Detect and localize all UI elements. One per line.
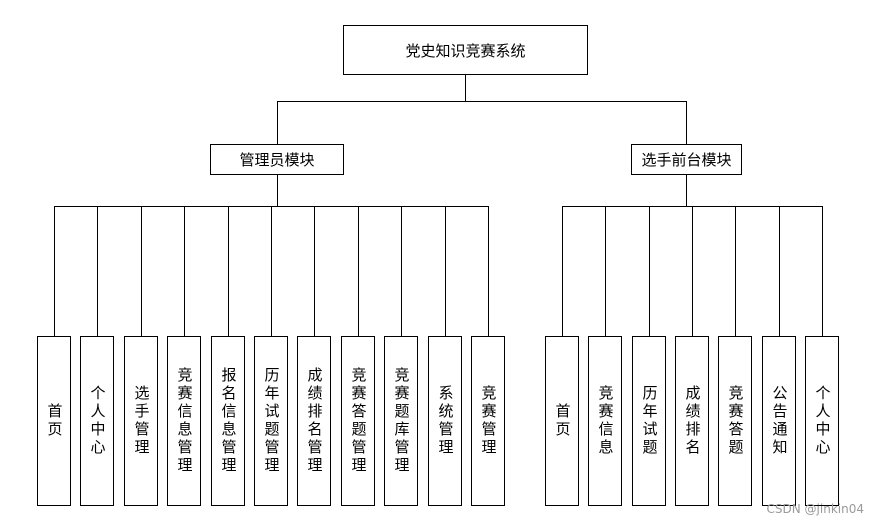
module-node-player: 选手前台模块 bbox=[631, 144, 742, 175]
connector bbox=[401, 206, 402, 336]
connector bbox=[445, 206, 446, 336]
admin-leaf-node: 竞赛答题管理 bbox=[341, 336, 375, 506]
connector bbox=[277, 101, 278, 144]
admin-leaf-label: 选手管理 bbox=[132, 385, 151, 457]
admin-leaf-node: 个人中心 bbox=[80, 336, 114, 506]
admin-leaf-label: 首页 bbox=[45, 403, 64, 439]
connector bbox=[735, 206, 736, 336]
connector bbox=[228, 206, 229, 336]
connector bbox=[488, 206, 489, 336]
player-leaf-node: 个人中心 bbox=[805, 336, 839, 506]
admin-leaf-node: 竞赛题库管理 bbox=[384, 336, 418, 506]
connector bbox=[686, 101, 687, 144]
connector bbox=[141, 206, 142, 336]
connector bbox=[314, 206, 315, 336]
connector bbox=[54, 206, 55, 336]
connector bbox=[277, 175, 278, 206]
admin-leaf-label: 竞赛信息管理 bbox=[175, 367, 194, 475]
connector bbox=[358, 206, 359, 336]
watermark: CSDN @jinkin04 bbox=[766, 502, 864, 516]
admin-leaf-node: 成绩排名管理 bbox=[297, 336, 331, 506]
admin-leaf-label: 个人中心 bbox=[88, 385, 107, 457]
admin-leaf-node: 选手管理 bbox=[124, 336, 158, 506]
connector bbox=[562, 206, 563, 336]
player-leaf-label: 首页 bbox=[553, 403, 572, 439]
root-node: 党史知识竞赛系统 bbox=[343, 25, 588, 75]
admin-leaf-node: 竞赛管理 bbox=[471, 336, 505, 506]
connector bbox=[277, 101, 687, 102]
player-leaf-label: 成绩排名 bbox=[683, 385, 702, 457]
admin-leaf-node: 历年试题管理 bbox=[254, 336, 288, 506]
player-leaf-node: 竞赛信息 bbox=[588, 336, 622, 506]
player-leaf-node: 成绩排名 bbox=[675, 336, 709, 506]
admin-leaf-label: 竞赛答题管理 bbox=[349, 367, 368, 475]
admin-leaf-node: 首页 bbox=[37, 336, 71, 506]
player-leaf-label: 个人中心 bbox=[813, 385, 832, 457]
connector bbox=[271, 206, 272, 336]
admin-leaf-label: 竞赛管理 bbox=[479, 385, 498, 457]
player-leaf-node: 历年试题 bbox=[632, 336, 666, 506]
admin-leaf-node: 竞赛信息管理 bbox=[167, 336, 201, 506]
player-leaf-label: 竞赛答题 bbox=[726, 385, 745, 457]
module-node-admin: 管理员模块 bbox=[210, 144, 344, 175]
admin-leaf-label: 历年试题管理 bbox=[262, 367, 281, 475]
player-leaf-node: 首页 bbox=[545, 336, 579, 506]
player-leaf-label: 公告通知 bbox=[770, 385, 789, 457]
connector bbox=[822, 206, 823, 336]
admin-leaf-label: 系统管理 bbox=[436, 385, 455, 457]
player-leaf-node: 公告通知 bbox=[762, 336, 796, 506]
admin-leaf-label: 报名信息管理 bbox=[219, 367, 238, 475]
connector bbox=[692, 206, 693, 336]
connector bbox=[97, 206, 98, 336]
connector bbox=[605, 206, 606, 336]
connector bbox=[779, 206, 780, 336]
admin-leaf-node: 报名信息管理 bbox=[211, 336, 245, 506]
player-leaf-node: 竞赛答题 bbox=[718, 336, 752, 506]
player-leaf-label: 历年试题 bbox=[640, 385, 659, 457]
connector bbox=[184, 206, 185, 336]
connector bbox=[649, 206, 650, 336]
connector bbox=[686, 175, 687, 206]
player-leaf-label: 竞赛信息 bbox=[596, 385, 615, 457]
admin-leaf-label: 竞赛题库管理 bbox=[392, 367, 411, 475]
admin-leaf-node: 系统管理 bbox=[428, 336, 462, 506]
connector bbox=[465, 75, 466, 101]
admin-leaf-label: 成绩排名管理 bbox=[305, 367, 324, 475]
